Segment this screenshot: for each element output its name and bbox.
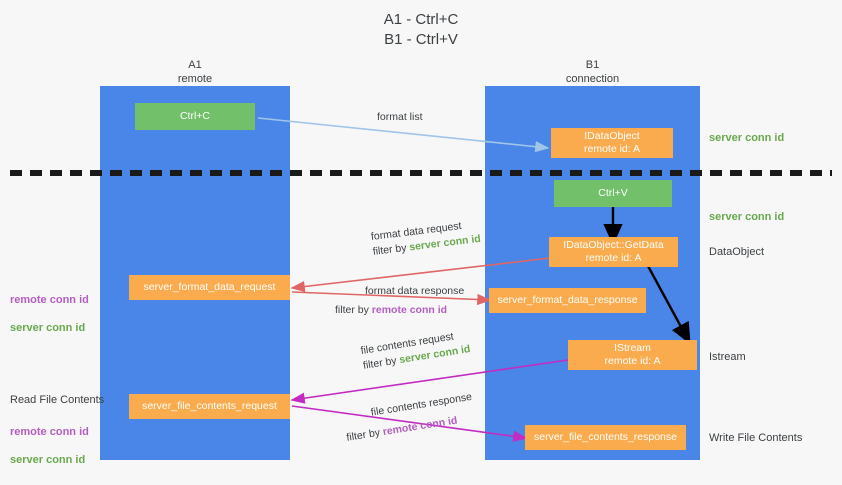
box-idataobject[interactable]: IDataObject remote id: A [551, 128, 673, 158]
file-contents-response-filter-prefix: filter by [345, 426, 384, 444]
label-server-conn-id-top: server conn id [709, 132, 785, 144]
box-ctrl-c[interactable]: Ctrl+C [135, 103, 255, 130]
box-server-format-data-request[interactable]: server_format_data_request [129, 275, 290, 300]
dashed-separator [10, 170, 832, 176]
label-conn-ids-bottom: remote conn id server conn id [10, 411, 89, 481]
arrow-label-format-data-request: format data request filter by server con… [370, 217, 481, 260]
format-data-request-filter-prefix: filter by [372, 241, 411, 258]
box-server-file-contents-response[interactable]: server_file_contents_response [525, 425, 686, 450]
lane-header-b1: B1 connection [565, 59, 620, 85]
format-data-response-filter-prefix: filter by [335, 304, 372, 316]
arrow-label-format-data-response: format data response filter by remote co… [335, 284, 464, 318]
format-data-response-filter-value: remote conn id [371, 304, 448, 316]
label-conn-ids-mid: remote conn id server conn id [10, 279, 89, 349]
label-server-conn-id-mid: server conn id [709, 211, 785, 223]
label-dataobject: DataObject [709, 246, 765, 258]
arrow-label-file-contents-response: file contents response filter by remote … [342, 390, 476, 446]
box-istream[interactable]: IStream remote id: A [568, 340, 697, 370]
label-read-file-contents: Read File Contents [10, 394, 105, 406]
lane-header-a1: A1 remote [177, 59, 213, 85]
box-idataobject-getdata[interactable]: IDataObject::GetData remote id: A [549, 237, 678, 267]
arrow-label-format-list: format list [377, 110, 423, 125]
box-server-file-contents-request[interactable]: server_file_contents_request [129, 394, 290, 419]
format-list-text: format list [377, 111, 423, 123]
label-conn-ids-mid-server: server conn id [10, 322, 86, 334]
page-title: A1 - Ctrl+C B1 - Ctrl+V [383, 11, 459, 48]
label-conn-ids-mid-remote: remote conn id [10, 294, 89, 306]
label-write-file-contents: Write File Contents [709, 432, 803, 444]
label-conn-ids-bottom-remote: remote conn id [10, 426, 89, 438]
box-server-format-data-response[interactable]: server_format_data_response [489, 288, 646, 313]
label-conn-ids-bottom-server: server conn id [10, 454, 86, 466]
arrow-label-file-contents-request: file contents request filter by server c… [360, 327, 472, 374]
label-istream: Istream [709, 351, 746, 363]
file-contents-response-filter-value: remote conn id [381, 414, 459, 439]
format-data-response-text: format data response [365, 285, 465, 297]
box-ctrl-v[interactable]: Ctrl+V [554, 180, 672, 207]
